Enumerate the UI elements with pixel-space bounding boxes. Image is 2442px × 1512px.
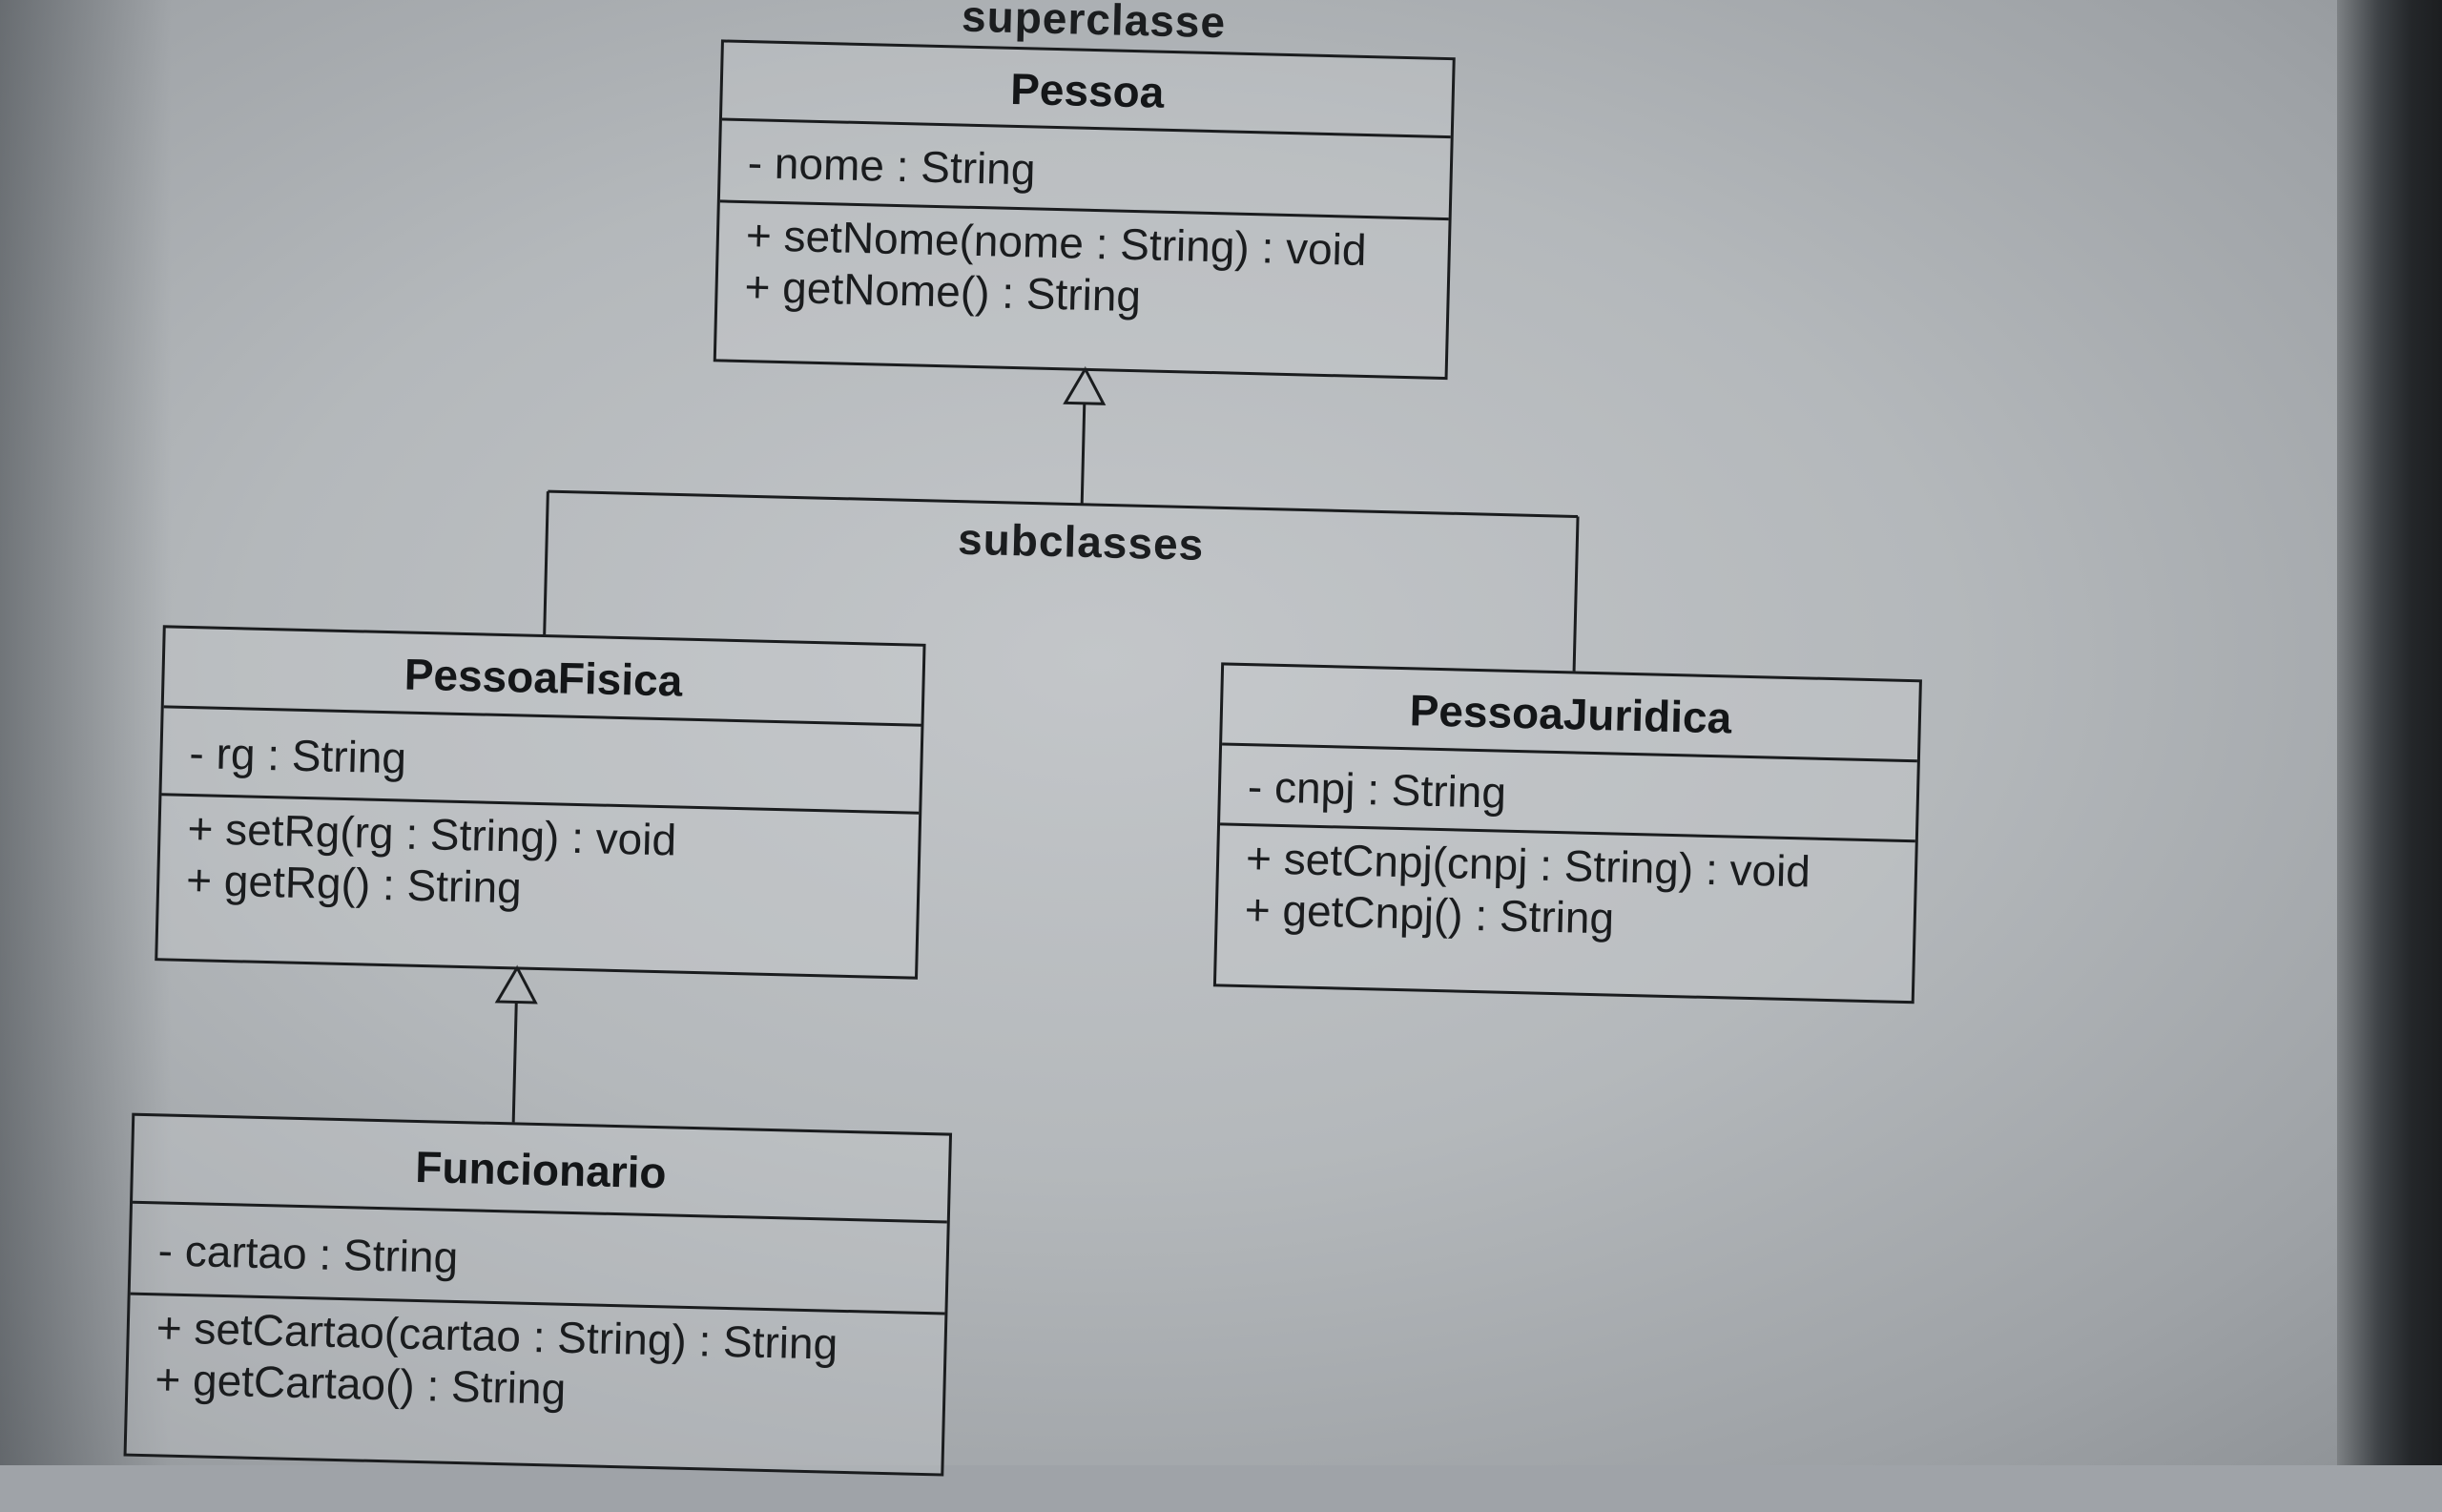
class-pessoa: Pessoa - nome : String + setNome(nome : … xyxy=(713,39,1456,381)
connector-line xyxy=(511,1002,518,1123)
class-operations: + setCnpj(cnpj : String) : void + getCnp… xyxy=(1217,825,1915,951)
attribute: - nome : String xyxy=(747,137,1037,195)
class-operations: + setRg(rg : String) : void + getRg() : … xyxy=(159,796,920,922)
attribute: - cnpj : String xyxy=(1247,761,1507,818)
class-funcionario: Funcionario - cartao : String + setCarta… xyxy=(123,1112,953,1477)
class-pessoa-juridica: PessoaJuridica - cnpj : String + setCnpj… xyxy=(1212,662,1922,1005)
class-attributes: - rg : String xyxy=(161,708,921,815)
class-operations: + setCartao(cartao : String) : String + … xyxy=(128,1295,945,1424)
page-shadow xyxy=(0,0,172,1465)
attribute: - rg : String xyxy=(188,728,407,783)
book-page xyxy=(0,0,2442,1465)
inheritance-arrow-pessoa xyxy=(1063,365,1107,405)
connector-line xyxy=(1572,516,1580,672)
subclasses-label: subclasses xyxy=(957,513,1205,570)
attribute: - cartao : String xyxy=(157,1225,459,1283)
class-attributes: - cnpj : String xyxy=(1220,745,1917,843)
connector-line xyxy=(548,489,1579,518)
book-spine-edge xyxy=(2337,0,2442,1465)
class-operations: + setNome(nome : String) : void + getNom… xyxy=(717,202,1449,329)
class-pessoa-fisica: PessoaFisica - rg : String + setRg(rg : … xyxy=(155,625,926,980)
connector-line xyxy=(543,491,549,635)
inheritance-arrow-pessoa-fisica xyxy=(494,964,538,1005)
connector-line xyxy=(1080,403,1086,505)
